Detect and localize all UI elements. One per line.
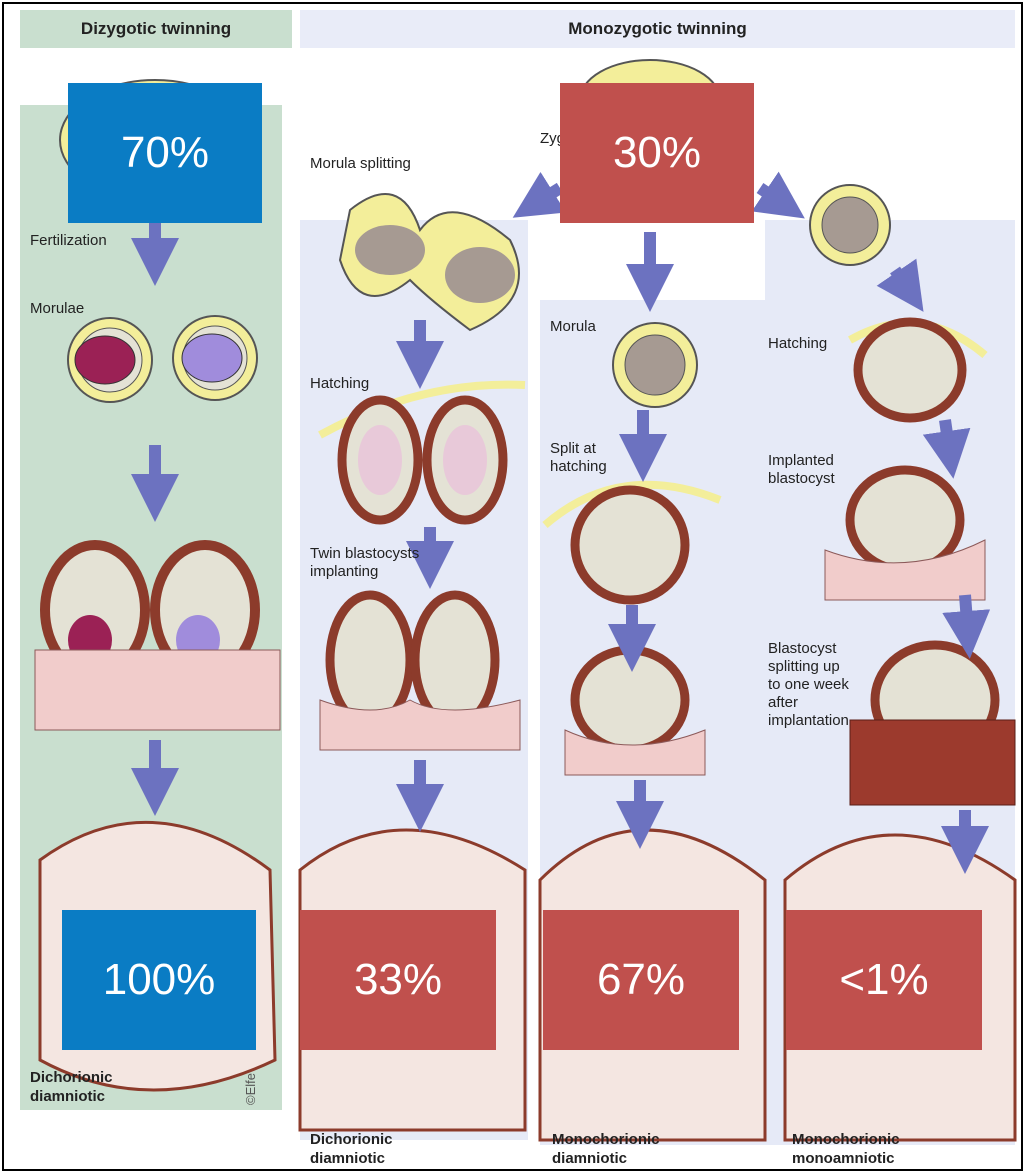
outer-border [2, 2, 1023, 1171]
twinning-diagram: Dizygotic twinning Monozygotic twinning … [0, 0, 1027, 1175]
